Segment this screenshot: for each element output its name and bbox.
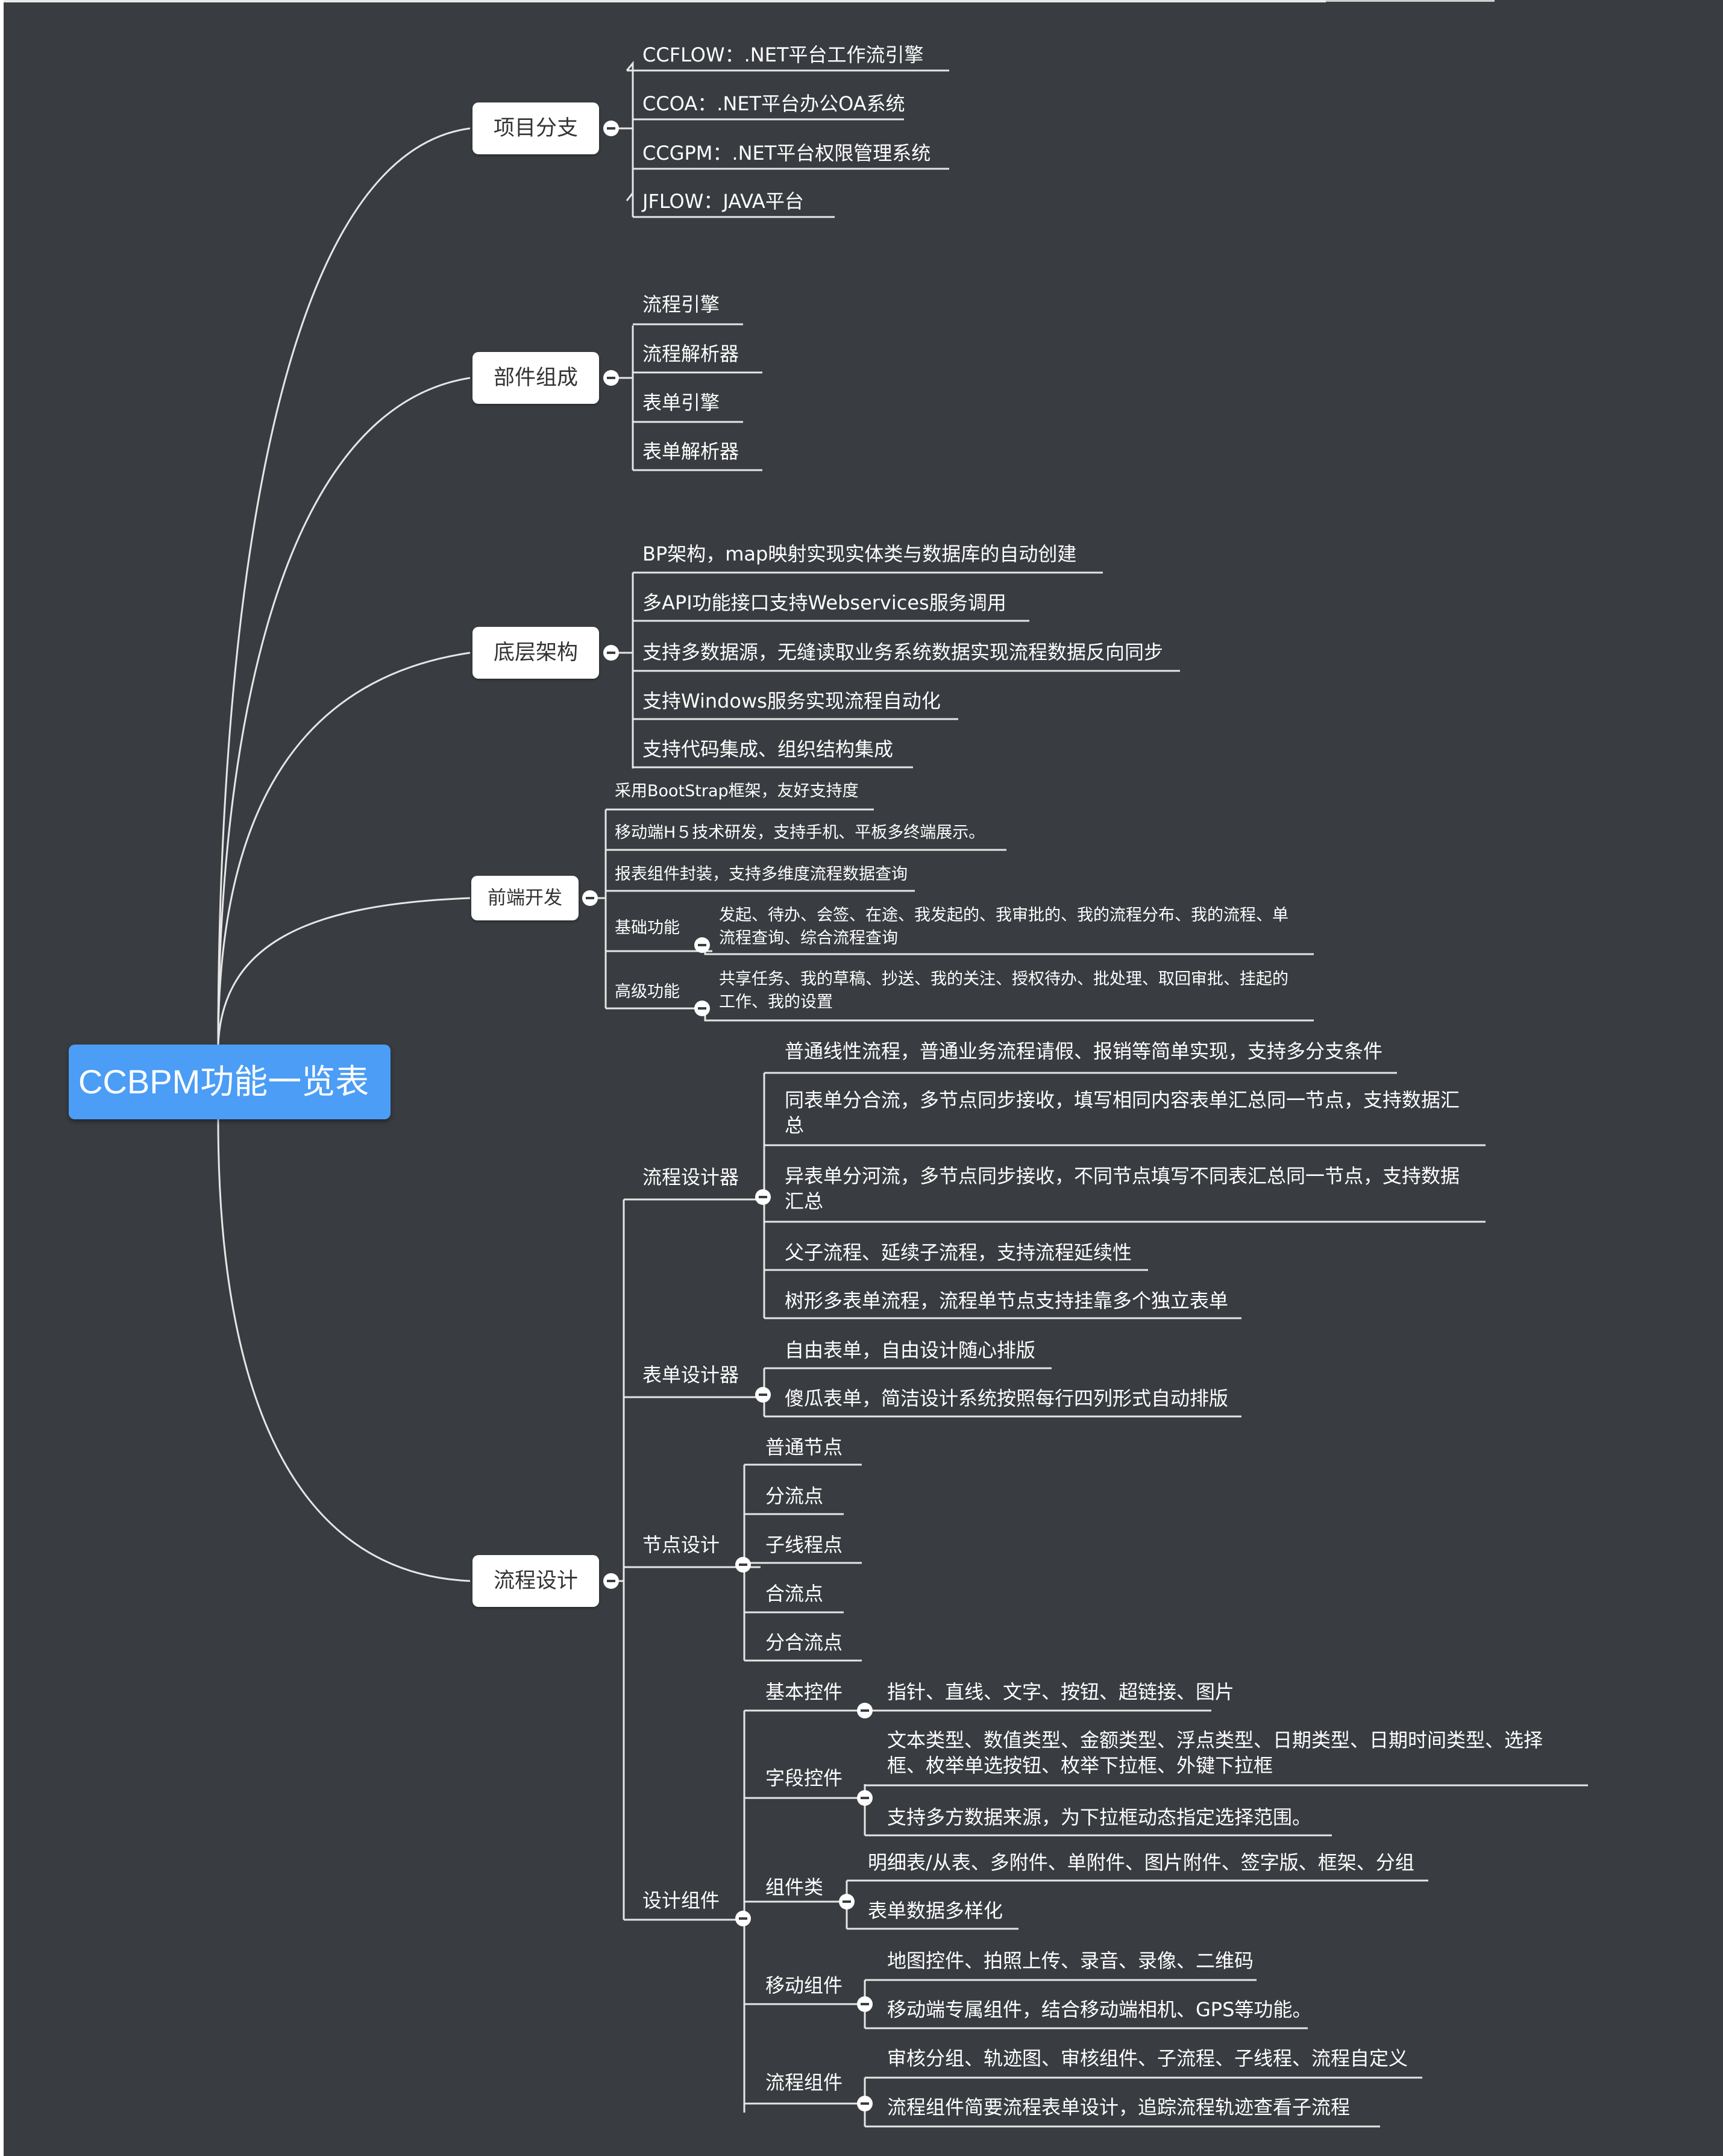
collapse-b5-icon[interactable] [603,1573,619,1589]
node-item[interactable]: 合流点 [765,1582,824,1605]
top-border [0,0,1326,2]
collapse-b1-icon[interactable] [603,121,619,136]
flow-item[interactable]: 父子流程、延续子流程，支持流程延续性 [785,1241,1132,1264]
link-root-b5 [217,1119,471,1582]
comp-basic-label[interactable]: 基本控件 [765,1680,843,1703]
topic-components[interactable]: 部件组成 [472,352,599,404]
comp-field-label[interactable]: 字段控件 [765,1767,843,1790]
collapse-advanced-icon[interactable] [694,1001,710,1016]
b4-advanced-text[interactable]: 共享任务、我的草稿、抄送、我的关注、授权待办、批处理、取回审批、挂起的工作、我的… [719,970,1288,1011]
flow-item[interactable]: 异表单分河流，多节点同步接收，不同节点填写不同表汇总同一节点，支持数据汇总 [785,1164,1460,1213]
b3-item[interactable]: BP架构，map映射实现实体类与数据库的自动创建 [642,542,1077,565]
flow-item[interactable]: 普通线性流程，普通业务流程请假、报销等简单实现，支持多分支条件 [785,1040,1383,1063]
topic-architecture[interactable]: 底层架构 [472,627,599,679]
b1-item[interactable]: JFLOW：JAVA平台 [642,190,804,213]
b4-advanced-label[interactable]: 高级功能 [615,982,680,1001]
collapse-mobile-icon[interactable] [857,1996,873,2012]
collapse-comp-icon[interactable] [735,1911,751,1926]
comp-flowc-item[interactable]: 审核分组、轨迹图、审核组件、子流程、子线程、流程自定义 [887,2047,1408,2070]
top-border-segment [1326,0,1495,2]
flow-designer-label[interactable]: 流程设计器 [642,1166,739,1189]
collapse-b4-icon[interactable] [582,890,598,906]
comp-basic-item[interactable]: 指针、直线、文字、按钮、超链接、图片 [887,1680,1235,1703]
flow-item[interactable]: 树形多表单流程，流程单节点支持挂靠多个独立表单 [785,1289,1229,1312]
comp-group-label[interactable]: 组件类 [765,1876,824,1899]
topic-project-branches[interactable]: 项目分支 [472,102,599,154]
flow-item[interactable]: 同表单分合流，多节点同步接收，填写相同内容表单汇总同一节点，支持数据汇总 [785,1089,1460,1137]
b4-basic-label[interactable]: 基础功能 [615,919,680,937]
comp-mobile-item[interactable]: 地图控件、拍照上传、录音、录像、二维码 [887,1949,1254,1972]
collapse-b3-icon[interactable] [603,645,619,661]
comp-group-item[interactable]: 表单数据多样化 [868,1899,1003,1922]
b1-item[interactable]: CCGPM：.NET平台权限管理系统 [642,142,931,165]
b3-item[interactable]: 多API功能接口支持Webservices服务调用 [642,591,1006,614]
link-root-b3 [217,652,471,1045]
b2-item[interactable]: 流程引擎 [642,293,720,316]
b4-basic-text[interactable]: 发起、待办、会签、在途、我发起的、我审批的、我的流程分布、我的流程、单流程查询、… [719,906,1288,948]
comp-field-item[interactable]: 支持多方数据来源，为下拉框动态指定选择范围。 [887,1806,1312,1829]
b2-item[interactable]: 表单引擎 [642,391,720,414]
b3-item[interactable]: 支持多数据源，无缝读取业务系统数据实现流程数据反向同步 [642,641,1164,664]
node-design-label[interactable]: 节点设计 [642,1533,720,1556]
left-border [0,0,4,2156]
collapse-form-icon[interactable] [755,1387,771,1403]
comp-field-item[interactable]: 文本类型、数值类型、金额类型、浮点类型、日期类型、日期时间类型、选择框、枚举单选… [887,1729,1543,1777]
form-item[interactable]: 自由表单，自由设计随心排版 [785,1339,1036,1362]
collapse-flow-icon[interactable] [755,1189,771,1205]
b1-item[interactable]: CCOA：.NET平台办公OA系统 [642,92,905,115]
collapse-basic-icon[interactable] [694,937,710,953]
link-root-b4 [217,897,471,1045]
comp-flowc-label[interactable]: 流程组件 [765,2071,843,2094]
collapse-group-icon[interactable] [839,1894,855,1909]
comp-mobile-label[interactable]: 移动组件 [765,1974,843,1997]
design-components-label[interactable]: 设计组件 [642,1889,720,1912]
b4-item[interactable]: 采用BootStrap框架，友好支持度 [615,782,859,800]
node-item[interactable]: 分合流点 [765,1631,843,1654]
collapse-field-ctrl-icon[interactable] [857,1790,873,1806]
collapse-node-icon[interactable] [735,1557,751,1573]
root-topic[interactable]: CCBPM功能一览表 [69,1045,391,1119]
topic-process-design[interactable]: 流程设计 [472,1555,599,1607]
link-root-b2 [217,377,471,1045]
topic-frontend[interactable]: 前端开发 [471,876,579,920]
b2-item[interactable]: 表单解析器 [642,440,739,463]
b4-item[interactable]: 移动端H５技术研发，支持手机、平板多终端展示。 [615,823,985,842]
node-item[interactable]: 子线程点 [765,1533,843,1556]
node-item[interactable]: 普通节点 [765,1436,843,1459]
collapse-basic-ctrl-icon[interactable] [857,1703,873,1718]
comp-mobile-item[interactable]: 移动端专属组件，结合移动端相机、GPS等功能。 [887,1998,1312,2021]
b2-item[interactable]: 流程解析器 [642,342,739,365]
comp-group-item[interactable]: 明细表/从表、多附件、单附件、图片附件、签字版、框架、分组 [868,1851,1414,1874]
collapse-b2-icon[interactable] [603,370,619,386]
b4-item[interactable]: 报表组件封装，支持多维度流程数据查询 [615,865,908,884]
collapse-flowc-icon[interactable] [857,2096,873,2111]
form-designer-label[interactable]: 表单设计器 [642,1363,739,1386]
node-item[interactable]: 分流点 [765,1485,824,1507]
b3-item[interactable]: 支持Windows服务实现流程自动化 [642,690,941,712]
b1-item[interactable]: CCFLOW：.NET平台工作流引擎 [642,43,924,66]
link-root-b1 [217,127,471,1045]
b3-item[interactable]: 支持代码集成、组织结构集成 [642,738,894,761]
form-item[interactable]: 傻瓜表单，简洁设计系统按照每行四列形式自动排版 [785,1387,1229,1410]
comp-flowc-item[interactable]: 流程组件简要流程表单设计，追踪流程轨迹查看子流程 [887,2096,1351,2119]
